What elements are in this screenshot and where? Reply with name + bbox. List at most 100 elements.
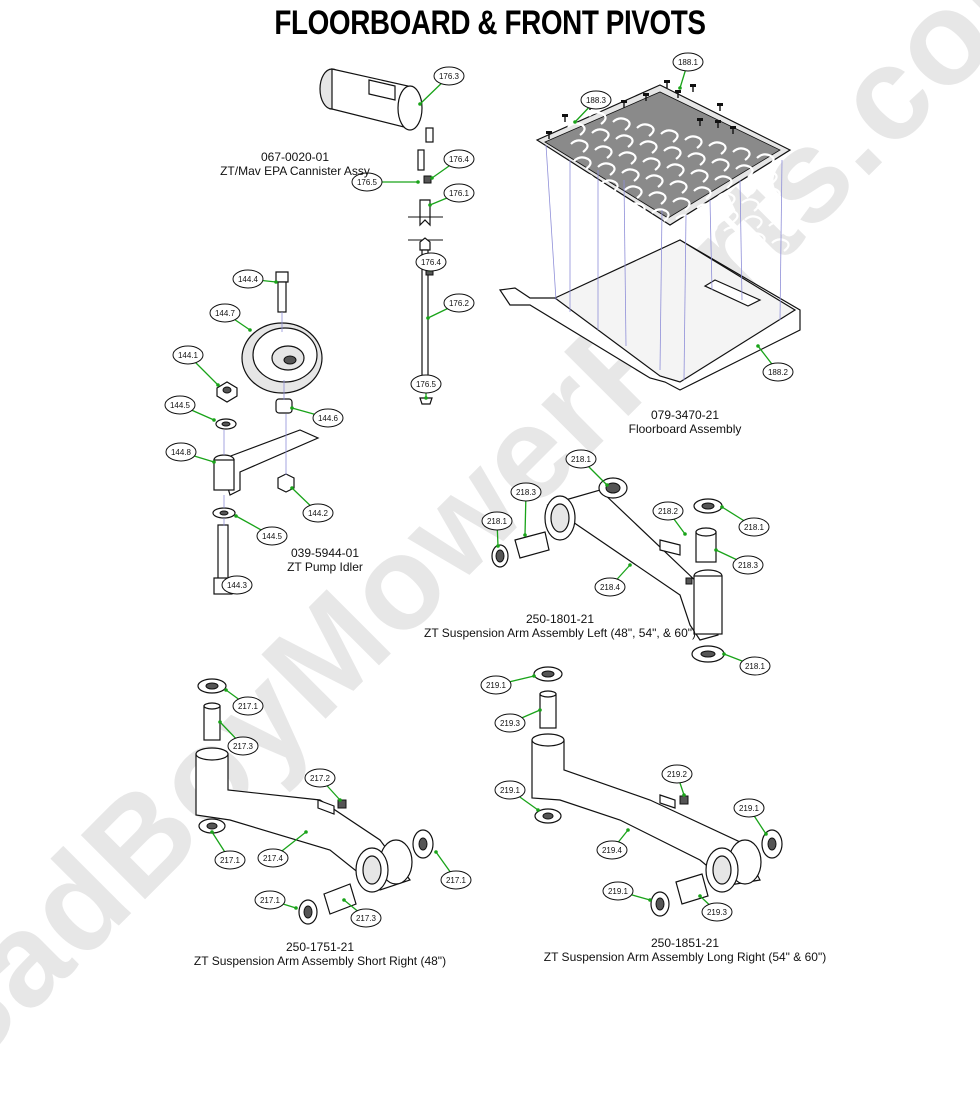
arm-short-right-name: ZT Suspension Arm Assembly Short Right (… — [193, 954, 447, 968]
callout-188-2: 188.2 — [756, 344, 794, 382]
arm-long-right-drawing — [531, 666, 783, 917]
svg-text:188.3: 188.3 — [586, 96, 607, 105]
svg-text:144.4: 144.4 — [238, 275, 259, 284]
svg-text:218.1: 218.1 — [571, 455, 592, 464]
callout-219-1: 219.1 — [733, 798, 768, 836]
callout-176-4: 176.4 — [430, 149, 475, 180]
svg-text:176.4: 176.4 — [449, 155, 470, 164]
callout-217-1: 217.1 — [224, 688, 264, 716]
floorboard-tread-pattern — [564, 105, 790, 252]
floorboard-drawing — [498, 80, 801, 391]
callout-188-1: 188.1 — [672, 52, 704, 90]
assembly-caption-pump-idler: 039-5944-01 ZT Pump Idler — [265, 546, 385, 574]
callout-217-1: 217.1 — [210, 830, 246, 870]
svg-text:218.3: 218.3 — [738, 561, 759, 570]
callout-144-3: 144.3 — [221, 575, 253, 595]
svg-text:217.3: 217.3 — [356, 914, 377, 923]
svg-text:144.1: 144.1 — [178, 351, 199, 360]
svg-text:219.1: 219.1 — [486, 681, 507, 690]
svg-text:217.1: 217.1 — [238, 702, 259, 711]
arm-left-name: ZT Suspension Arm Assembly Left (48", 54… — [423, 626, 696, 640]
svg-text:219.1: 219.1 — [608, 887, 629, 896]
callout-218-2: 218.2 — [652, 501, 687, 536]
svg-text:218.1: 218.1 — [487, 517, 508, 526]
callout-217-3: 217.3 — [342, 898, 382, 928]
svg-text:176.5: 176.5 — [416, 380, 437, 389]
svg-text:144.6: 144.6 — [318, 414, 339, 423]
callout-176-2: 176.2 — [426, 293, 475, 320]
arm-short-right-drawing — [195, 678, 434, 925]
assembly-caption-arm-long-right: 250-1851-21 ZT Suspension Arm Assembly L… — [540, 936, 830, 964]
callout-144-6: 144.6 — [290, 406, 344, 428]
callout-176-5: 176.5 — [410, 374, 442, 400]
svg-text:144.3: 144.3 — [227, 581, 248, 590]
svg-text:144.2: 144.2 — [308, 509, 329, 518]
callout-218-3: 218.3 — [510, 482, 542, 537]
callout-217-1: 217.1 — [434, 850, 472, 890]
callout-219-2: 219.2 — [661, 764, 693, 797]
callout-188-3: 188.3 — [573, 90, 612, 124]
callout-219-4: 219.4 — [596, 828, 630, 860]
pump-idler-part-number: 039-5944-01 — [290, 546, 360, 560]
svg-text:218.2: 218.2 — [658, 507, 679, 516]
svg-text:218.1: 218.1 — [744, 523, 765, 532]
callout-labels: 176.3 176.4 176.5 176.1 176.4 176.2 176.5 188.1… — [164, 52, 794, 928]
svg-text:217.1: 217.1 — [220, 856, 241, 865]
callout-176-3: 176.3 — [418, 66, 465, 106]
epa-canister-drawing — [319, 68, 443, 405]
arm-short-right-part-number: 250-1751-21 — [285, 940, 355, 954]
callout-219-1: 219.1 — [494, 780, 540, 812]
svg-text:219.4: 219.4 — [602, 846, 623, 855]
svg-text:176.5: 176.5 — [357, 178, 378, 187]
svg-text:144.8: 144.8 — [171, 448, 192, 457]
callout-144-1: 144.1 — [172, 345, 220, 387]
svg-text:144.5: 144.5 — [262, 532, 283, 541]
assembly-caption-arm-left: 250-1801-21 ZT Suspension Arm Assembly L… — [420, 612, 700, 640]
callout-144-2: 144.2 — [290, 486, 334, 523]
svg-text:219.3: 219.3 — [500, 719, 521, 728]
pump-idler-drawing — [212, 271, 323, 595]
arm-long-right-part-number: 250-1851-21 — [650, 936, 720, 950]
callout-219-1: 219.1 — [480, 674, 536, 695]
svg-text:217.2: 217.2 — [310, 774, 331, 783]
assembly-caption-floorboard: 079-3470-21 Floorboard Assembly — [610, 408, 760, 436]
arm-left-drawing — [491, 477, 725, 663]
svg-text:219.3: 219.3 — [707, 908, 728, 917]
arm-long-right-name: ZT Suspension Arm Assembly Long Right (5… — [543, 950, 827, 964]
svg-text:217.3: 217.3 — [233, 742, 254, 751]
callout-218-4: 218.4 — [594, 563, 632, 597]
svg-text:219.1: 219.1 — [739, 804, 760, 813]
callout-176-4: 176.4 — [415, 252, 447, 272]
svg-text:144.5: 144.5 — [170, 401, 191, 410]
svg-text:219.2: 219.2 — [667, 770, 688, 779]
callout-218-1: 218.1 — [481, 511, 513, 548]
callout-218-1: 218.1 — [722, 652, 771, 676]
svg-text:176.4: 176.4 — [421, 258, 442, 267]
callout-217-2: 217.2 — [304, 768, 342, 802]
floorboard-name: Floorboard Assembly — [628, 422, 742, 436]
callout-176-5: 176.5 — [351, 172, 420, 192]
callout-144-4: 144.4 — [232, 269, 278, 289]
callout-218-3: 218.3 — [714, 548, 764, 575]
svg-text:176.2: 176.2 — [449, 299, 470, 308]
svg-text:219.1: 219.1 — [500, 786, 521, 795]
svg-text:188.1: 188.1 — [678, 58, 699, 67]
callout-218-1: 218.1 — [565, 449, 609, 487]
svg-text:217.1: 217.1 — [446, 876, 467, 885]
projection-lines — [545, 144, 783, 381]
svg-text:217.4: 217.4 — [263, 854, 284, 863]
svg-text:217.1: 217.1 — [260, 896, 281, 905]
svg-text:176.1: 176.1 — [449, 189, 470, 198]
page-title: FLOORBOARD & FRONT PIVOTS — [274, 4, 706, 42]
callout-217-3: 217.3 — [218, 720, 259, 756]
svg-text:176.3: 176.3 — [439, 72, 460, 81]
callout-218-1: 218.1 — [720, 505, 770, 537]
assembly-caption-canister: 067-0020-01 ZT/Mav EPA Cannister Assy — [220, 150, 370, 178]
svg-text:218.3: 218.3 — [516, 488, 537, 497]
parts-drawing: 176.3 176.4 176.5 176.1 176.4 176.2 176.5 188.1… — [164, 52, 801, 928]
callout-219-3: 219.3 — [698, 894, 733, 922]
assembly-caption-arm-short-right: 250-1751-21 ZT Suspension Arm Assembly S… — [190, 940, 450, 968]
canister-part-number: 067-0020-01 — [260, 150, 330, 164]
callout-217-4: 217.4 — [257, 830, 308, 868]
